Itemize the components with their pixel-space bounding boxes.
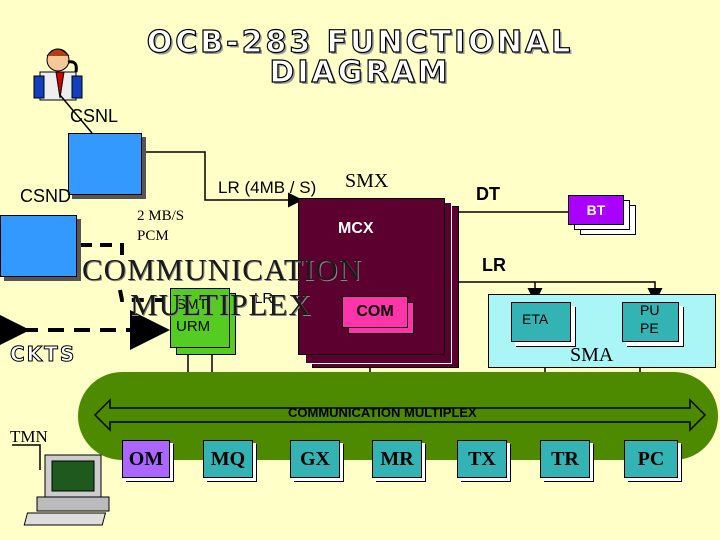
title-line-2: DIAGRAM	[269, 55, 451, 90]
eta-label: ETA	[522, 311, 549, 327]
csnl-label: CSNL	[70, 106, 119, 126]
smx-label: SMX	[345, 170, 389, 192]
mcx-label: MCX	[338, 220, 374, 237]
pupe-box	[622, 302, 679, 342]
bus-unit-tr: TR	[540, 440, 590, 478]
lr-right-label: LR	[482, 255, 506, 275]
bus-unit-tx: TX	[457, 440, 507, 478]
smt-box	[170, 288, 230, 348]
bus-unit-gx: GX	[290, 440, 340, 478]
pcm-label-2: PCM	[137, 228, 169, 244]
pcm-label-1: 2 MB/S	[137, 208, 185, 224]
bus-unit-mr: MR	[372, 440, 422, 478]
lr-small-label: LR	[254, 290, 274, 307]
bus-unit-mq: MQ	[203, 440, 253, 478]
tmn-label: TMN	[10, 427, 48, 446]
comm-label-line-1: COMMUNICATION	[82, 252, 362, 287]
pupe-label-2: PE	[640, 320, 659, 336]
title-line-1: OCB-283 FUNCTIONAL	[146, 25, 574, 60]
bus-unit-pc: PC	[624, 440, 678, 478]
smt-label: SMT	[176, 296, 208, 313]
urm-label: URM	[176, 318, 211, 335]
dt-label: DT	[476, 184, 500, 204]
diagram-title: OCB-283 FUNCTIONAL DIAGRAM	[0, 25, 720, 90]
csnd-label: CSND	[20, 186, 72, 206]
comm-label-line-2: MULTIPLEX	[130, 287, 312, 322]
bt-box: BT	[568, 195, 624, 225]
eta-box	[511, 302, 571, 342]
sma-label: SMA	[570, 344, 614, 366]
bus-unit-om: OM	[122, 440, 170, 478]
csnd-box	[0, 215, 77, 277]
ckts-label: CKTS	[9, 342, 77, 367]
csnl-box	[68, 133, 142, 195]
bus-label: COMMUNICATION MULTIPLEX	[288, 405, 477, 420]
lr-4mb-label: LR (4MB / S)	[218, 178, 317, 197]
pupe-label-1: PU	[640, 302, 660, 318]
com-box: COM	[342, 296, 408, 328]
